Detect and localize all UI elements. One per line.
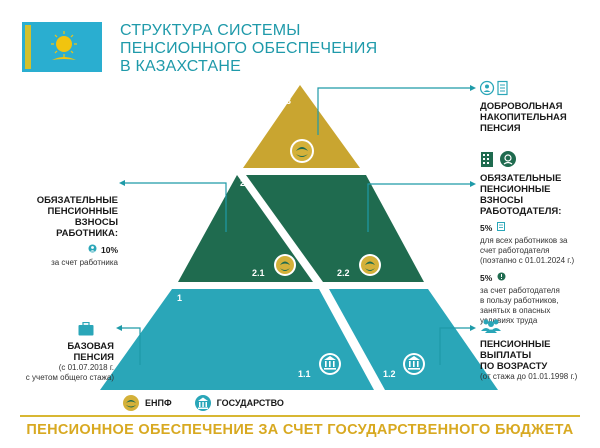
state-legend-icon	[194, 395, 211, 411]
state-icon-tier-1-1	[319, 353, 341, 375]
connector-22	[367, 183, 470, 232]
title-line-2: ПЕНСИОННОГО ОБЕСПЕЧЕНИЯ	[120, 40, 378, 57]
voluntary-pension-block: ДОБРОВОЛЬНАЯ НАКОПИТЕЛЬНАЯ ПЕНСИЯ	[479, 80, 567, 134]
tier-1-2	[329, 289, 498, 390]
person-icon	[88, 244, 97, 253]
employer-pct-2: 5%	[480, 273, 493, 283]
enpf-legend-icon	[123, 395, 139, 411]
employer-desc-1c: (поэтапно с 01.01.2024 г.)	[480, 256, 575, 265]
age-desc: (от стажа до 01.01.1998 г.)	[480, 372, 578, 381]
document-icon	[496, 222, 505, 232]
enpf-icon-tier-2-2	[359, 254, 381, 276]
employer-desc-2c: занятых в опасных	[480, 306, 551, 315]
title-line-3: В КАЗАХСТАНЕ	[120, 58, 241, 75]
legend-enpf: ЕНПФ	[145, 398, 172, 408]
employee-line-1: ОБЯЗАТЕЛЬНЫЕ	[36, 195, 118, 206]
tier-3-number: 3	[286, 96, 291, 106]
age-pension-block: ПЕНСИОННЫЕ ВЫПЛАТЫ ПО ВОЗРАСТУ (от стажа…	[480, 318, 577, 382]
tier-2-2	[246, 175, 424, 282]
people-group-icon	[481, 319, 501, 333]
employer-desc-1a: для всех работников за	[480, 236, 568, 245]
basic-line-1: БАЗОВАЯ	[67, 341, 114, 352]
employer-pct-1: 5%	[480, 223, 493, 233]
basic-desc-2: с учетом общего стажа)	[25, 373, 114, 382]
employer-line-1: ОБЯЗАТЕЛЬНЫЕ	[480, 173, 562, 184]
employer-line-2: ПЕНСИОННЫЕ	[480, 184, 551, 195]
employee-contributions-block: ОБЯЗАТЕЛЬНЫЕ ПЕНСИОННЫЕ ВЗНОСЫ РАБОТНИКА…	[12, 195, 118, 268]
state-icon-tier-1-2	[403, 353, 425, 375]
title-line-1: СТРУКТУРА СИСТЕМЫ	[120, 22, 301, 39]
legend-state: ГОСУДАРСТВО	[216, 398, 284, 408]
employer-desc-2d: условиях труда	[480, 316, 538, 325]
age-line-3: ПО ВОЗРАСТУ	[480, 361, 548, 372]
employee-desc: за счет работника	[51, 258, 118, 267]
tier-3	[243, 85, 360, 168]
tier-2-1-number: 2.1	[252, 268, 265, 278]
employer-desc-2b: в пользу работников,	[480, 296, 559, 305]
tier-1-2-number: 1.2	[383, 369, 396, 379]
basic-pension-block: БАЗОВАЯ ПЕНСИЯ (с 01.07.2018 г. с учетом…	[2, 321, 114, 383]
person-document-icon	[479, 80, 508, 96]
kazakhstan-flag-icon	[22, 22, 102, 72]
employee-line-3: ВЗНОСЫ	[74, 217, 118, 228]
connector-12	[439, 327, 470, 365]
employee-pct: 10%	[100, 245, 118, 255]
voluntary-line-2: НАКОПИТЕЛЬНАЯ	[480, 112, 567, 123]
basic-desc-1: (с 01.07.2018 г.	[58, 363, 114, 372]
tier-1-1-number: 1.1	[298, 369, 311, 379]
page-title: СТРУКТУРА СИСТЕМЫ ПЕНСИОННОГО ОБЕСПЕЧЕНИ…	[120, 22, 380, 76]
briefcase-icon	[78, 321, 94, 336]
tier-1-1	[100, 289, 374, 390]
employer-desc-1b: счет работодателя	[480, 246, 550, 255]
employee-line-2: ПЕНСИОННЫЕ	[47, 206, 118, 217]
basic-line-2: ПЕНСИЯ	[73, 352, 114, 363]
voluntary-line-1: ДОБРОВОЛЬНАЯ	[480, 101, 563, 112]
voluntary-line-3: ПЕНСИЯ	[480, 123, 521, 134]
employer-line-3: ВЗНОСЫ	[480, 195, 524, 206]
employee-line-4: РАБОТНИКА:	[56, 228, 118, 239]
tier-1-number: 1	[177, 293, 182, 303]
building-icon	[481, 151, 516, 167]
connector-21	[125, 182, 227, 232]
employer-line-4: РАБОТОДАТЕЛЯ:	[480, 206, 562, 217]
age-line-2: ВЫПЛАТЫ	[480, 350, 532, 361]
employer-contributions-block: ОБЯЗАТЕЛЬНЫЕ ПЕНСИОННЫЕ ВЗНОСЫ РАБОТОДАТ…	[480, 150, 574, 326]
tier-2-number: 2	[240, 178, 245, 188]
tier-2-2-number: 2.2	[337, 268, 350, 278]
connector-11	[122, 327, 141, 365]
connector-3	[317, 87, 470, 135]
enpf-icon-tier-2-1	[274, 254, 296, 276]
footer-text: ПЕНСИОННОЕ ОБЕСПЕЧЕНИЕ ЗА СЧЕТ ГОСУДАРСТ…	[26, 422, 574, 438]
legend: ЕНПФ ГОСУДАРСТВО	[122, 394, 284, 412]
hazard-icon	[497, 272, 506, 281]
tier-2-1	[178, 175, 313, 282]
age-line-1: ПЕНСИОННЫЕ	[480, 339, 551, 350]
employer-desc-2a: за счет работодателя	[480, 286, 560, 295]
enpf-icon-tier-3	[290, 139, 314, 163]
footer-divider	[20, 415, 580, 417]
